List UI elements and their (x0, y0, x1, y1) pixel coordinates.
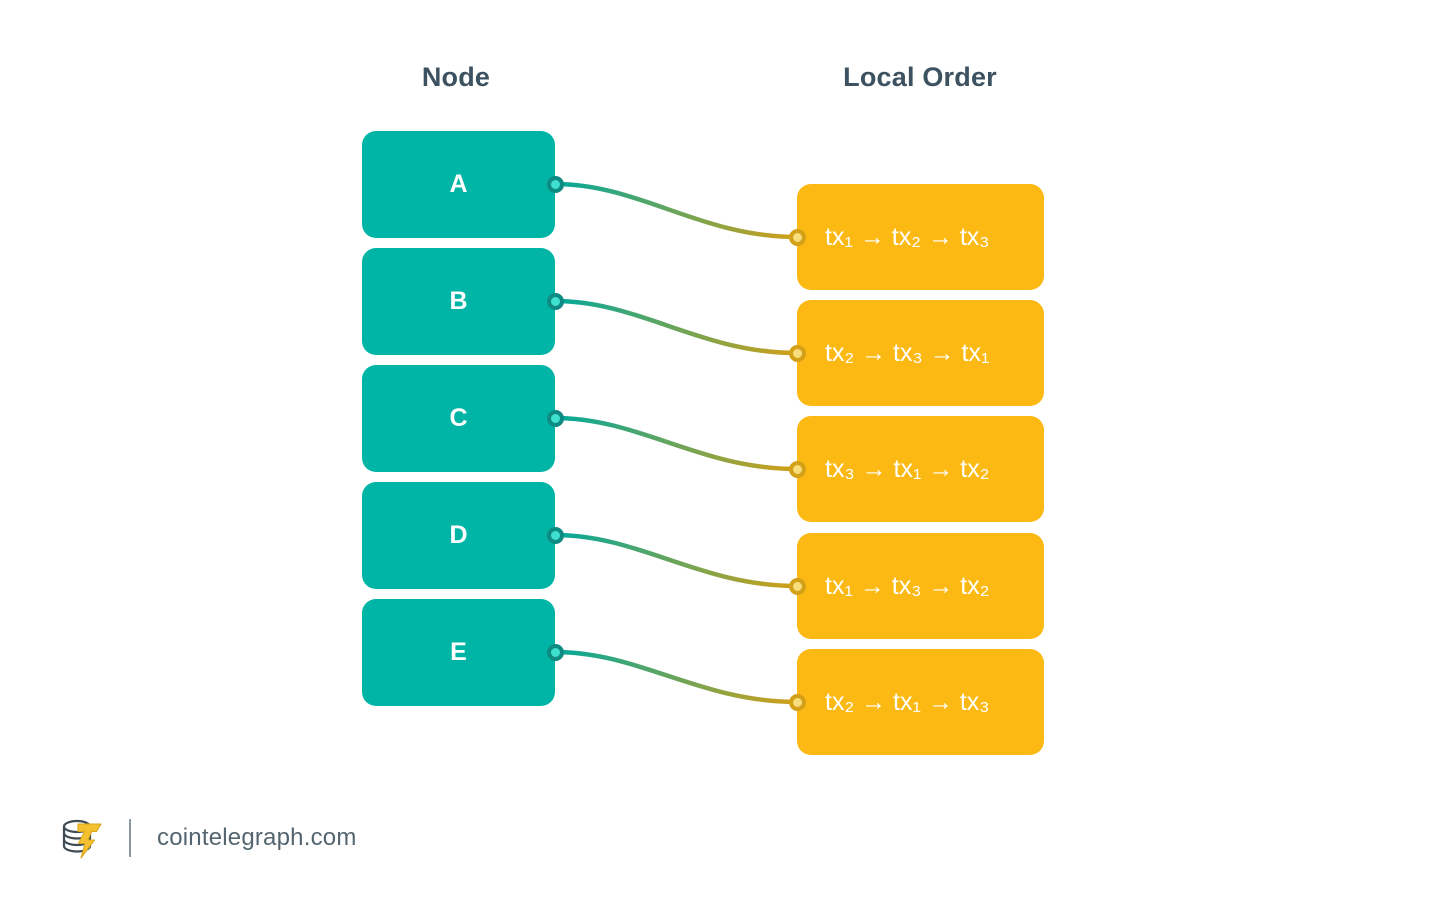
node-connector-dot-d (546, 526, 564, 544)
node-label: D (449, 521, 468, 549)
node-label: A (449, 170, 468, 198)
node-box-b[interactable]: B (362, 248, 555, 355)
order-connector-dot-d (788, 577, 806, 595)
node-box-a[interactable]: A (362, 131, 555, 238)
order-box-e[interactable]: tx₂ → tx₁ → tx₃ (797, 649, 1044, 755)
column-header-node: Node (421, 62, 491, 92)
connector-d-to-order-d (552, 532, 800, 589)
order-connector-dot-a (788, 228, 806, 246)
node-label: C (449, 404, 468, 432)
node-label: E (450, 638, 467, 666)
node-connector-dot-b (546, 292, 564, 310)
footer: cointelegraph.com (55, 810, 357, 866)
order-box-c[interactable]: tx₃ → tx₁ → tx₂ (797, 416, 1044, 522)
cointelegraph-logo-icon (62, 819, 102, 859)
order-connector-dot-e (788, 693, 806, 711)
node-box-e[interactable]: E (362, 599, 555, 706)
node-box-d[interactable]: D (362, 482, 555, 589)
node-connector-dot-a (546, 175, 564, 193)
order-box-d[interactable]: tx₁ → tx₃ → tx₂ (797, 533, 1044, 639)
node-label: B (449, 287, 468, 315)
footer-divider (129, 819, 131, 857)
connector-b-to-order-b (552, 298, 800, 356)
order-label: tx₂ → tx₃ → tx₁ (825, 338, 990, 367)
column-header-local-order: Local Order (843, 62, 997, 92)
footer-site-label: cointelegraph.com (157, 824, 357, 851)
order-connector-dot-b (788, 344, 806, 362)
order-box-b[interactable]: tx₂ → tx₃ → tx₁ (797, 300, 1044, 406)
node-connector-dot-e (546, 643, 564, 661)
node-box-c[interactable]: C (362, 365, 555, 472)
connector-e-to-order-e (552, 649, 800, 705)
node-connector-dot-c (546, 409, 564, 427)
connector-c-to-order-c (552, 415, 800, 472)
order-label: tx₁ → tx₃ → tx₂ (825, 571, 990, 600)
order-box-a[interactable]: tx₁ → tx₂ → tx₃ (797, 184, 1044, 290)
order-label: tx₁ → tx₂ → tx₃ (825, 222, 990, 251)
connector-a-to-order-a (552, 181, 800, 240)
order-label: tx₂ → tx₁ → tx₃ (825, 687, 990, 716)
order-label: tx₃ → tx₁ → tx₂ (825, 454, 990, 483)
order-connector-dot-c (788, 460, 806, 478)
